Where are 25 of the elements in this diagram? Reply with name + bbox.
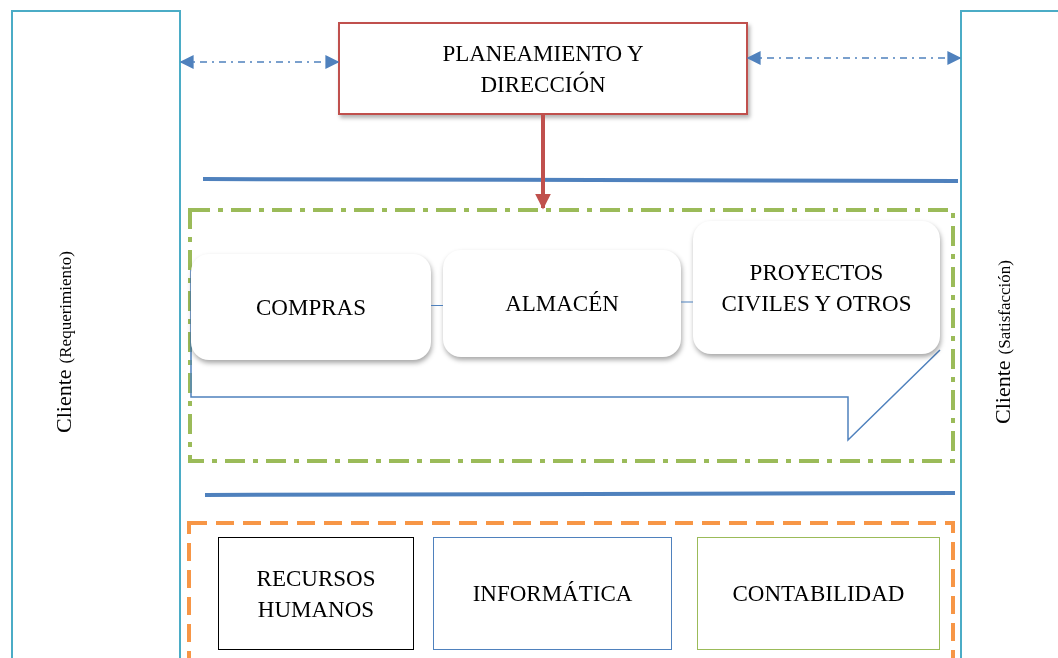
process-box (218, 537, 414, 650)
process-group (188, 208, 955, 463)
node-label: PROYECTOS CIVILES Y OTROS (721, 258, 912, 318)
client-column (960, 10, 1058, 658)
client-label: (Satisfacción) (993, 260, 1015, 355)
connector-arrow (746, 51, 962, 65)
process-box (433, 537, 672, 650)
node-label: CONTABILIDAD (732, 580, 905, 608)
node-label: COMPRAS (256, 293, 366, 322)
process-box (693, 221, 940, 354)
process-box (697, 537, 940, 650)
node-label: PLANEAMIENTO Y DIRECCIÓN (441, 39, 645, 99)
process-box (191, 254, 431, 360)
connector-arrow (179, 55, 340, 69)
connector-arrow (535, 115, 551, 210)
process-box (443, 250, 681, 357)
client-column (11, 10, 181, 658)
node-label: ALMACÉN (505, 290, 619, 318)
client-label: Cliente (49, 369, 77, 433)
client-label: (Requerimiento) (54, 251, 76, 364)
node-label: RECURSOS HUMANOS (255, 564, 377, 624)
support-group (187, 521, 955, 658)
client-label: Cliente (988, 360, 1016, 424)
process-box (338, 22, 748, 115)
node-label: INFORMÁTICA (472, 580, 633, 608)
